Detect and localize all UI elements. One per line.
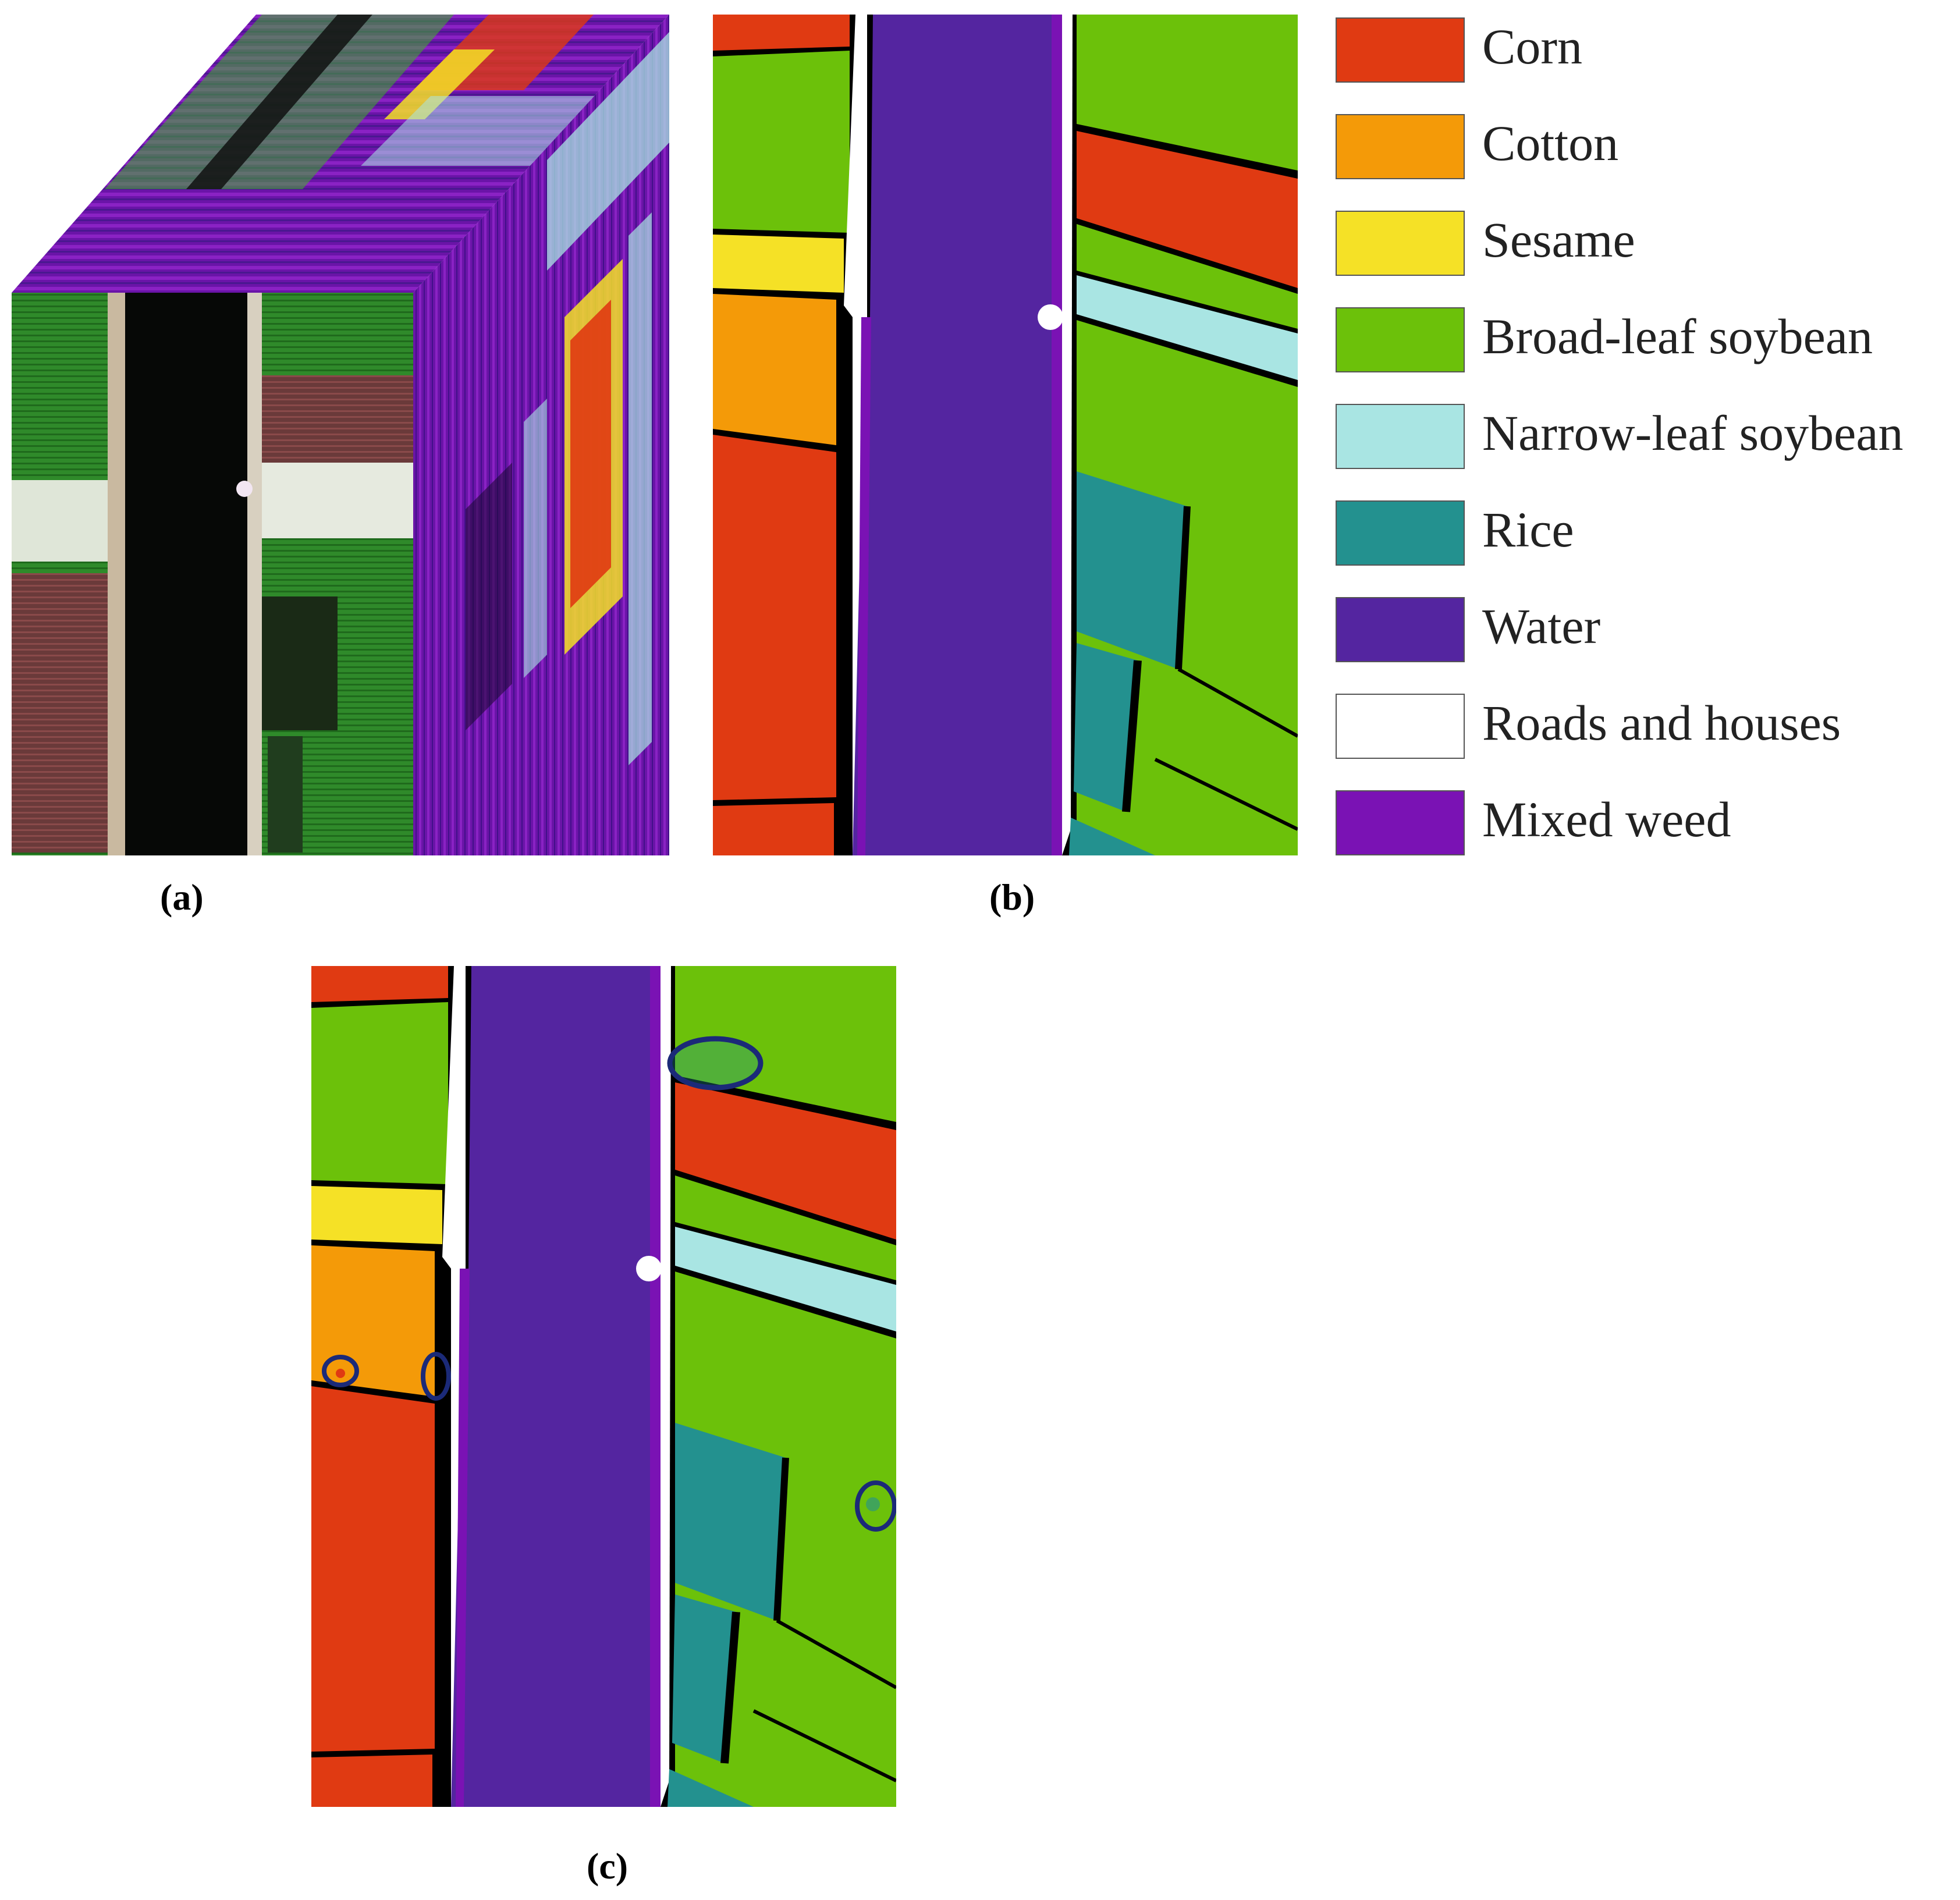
legend-swatch bbox=[1336, 307, 1465, 372]
legend-item-sesame: Sesame bbox=[1336, 208, 1952, 278]
field-sesame bbox=[713, 235, 844, 293]
legend-swatch bbox=[1336, 597, 1465, 662]
legend-label: Corn bbox=[1482, 19, 1582, 74]
error-marker-ellipse bbox=[667, 1036, 764, 1091]
legend-swatch bbox=[1336, 790, 1465, 855]
legend-label: Sesame bbox=[1482, 212, 1635, 268]
mixed-weed bbox=[456, 1269, 470, 1807]
water bbox=[853, 15, 1052, 855]
legend-label: Water bbox=[1482, 598, 1601, 654]
house bbox=[1038, 304, 1063, 330]
field-broadleaf-soybean bbox=[713, 51, 850, 233]
legend-label: Rice bbox=[1482, 502, 1574, 557]
legend-label: Broad-leaf soybean bbox=[1482, 308, 1873, 364]
road bbox=[1062, 15, 1073, 855]
classification-svg bbox=[311, 966, 896, 1807]
legend-item-roads-and-houses: Roads and houses bbox=[1336, 691, 1952, 761]
legend-swatch bbox=[1336, 694, 1465, 759]
field-corn bbox=[675, 1082, 896, 1240]
mixed-weed bbox=[1052, 15, 1062, 855]
caption-a: (a) bbox=[160, 876, 204, 918]
legend-swatch bbox=[1336, 404, 1465, 469]
field-broadleaf-soybean bbox=[311, 1002, 448, 1184]
field-rice bbox=[672, 1594, 736, 1763]
legend-label: Narrow-leaf soybean bbox=[1482, 405, 1904, 461]
house bbox=[636, 1256, 662, 1281]
legend-swatch bbox=[1336, 17, 1465, 83]
field-corn bbox=[713, 803, 834, 855]
field-cotton bbox=[311, 1245, 435, 1397]
legend-swatch bbox=[1336, 211, 1465, 276]
legend-item-narrowleaf-soybean: Narrow-leaf soybean bbox=[1336, 401, 1952, 471]
field-broadleaf-soybean bbox=[675, 966, 896, 1122]
field-cotton bbox=[713, 294, 836, 445]
field-broadleaf-soybean bbox=[675, 1175, 896, 1280]
field-narrowleaf-soybean bbox=[675, 1227, 896, 1331]
legend-label: Cotton bbox=[1482, 115, 1619, 171]
mixed-weed bbox=[857, 317, 871, 855]
caption-b: (b) bbox=[989, 876, 1035, 918]
field-corn bbox=[311, 1755, 432, 1807]
caption-c: (c) bbox=[587, 1845, 629, 1887]
field-rice bbox=[1074, 643, 1138, 812]
legend-swatch bbox=[1336, 114, 1465, 179]
field-corn bbox=[311, 966, 448, 1002]
ground-truth-map bbox=[713, 15, 1298, 855]
field-corn bbox=[713, 15, 850, 51]
field-rice bbox=[667, 1769, 754, 1807]
classification-map bbox=[311, 966, 896, 1807]
legend-item-cotton: Cotton bbox=[1336, 111, 1952, 181]
field-narrowleaf-soybean bbox=[1077, 275, 1298, 380]
mixed-weed bbox=[650, 966, 661, 1807]
legend-item-mixed-weed: Mixed weed bbox=[1336, 787, 1952, 857]
field-corn bbox=[1077, 131, 1298, 288]
field-corn bbox=[713, 435, 836, 800]
hyperspectral-cube-panel bbox=[12, 15, 669, 855]
hyperspectral-cube bbox=[12, 15, 669, 855]
field-broadleaf-soybean bbox=[1077, 15, 1298, 171]
field-rice bbox=[1077, 471, 1187, 669]
field-rice bbox=[675, 1423, 786, 1621]
road bbox=[661, 966, 671, 1807]
legend-item-corn: Corn bbox=[1336, 15, 1952, 84]
field-sesame bbox=[311, 1186, 442, 1244]
legend-swatch bbox=[1336, 500, 1465, 566]
error-marker-ellipse bbox=[421, 1352, 451, 1401]
error-marker-ellipse bbox=[322, 1355, 359, 1387]
legend-item-water: Water bbox=[1336, 594, 1952, 664]
field-broadleaf-soybean bbox=[1077, 224, 1298, 329]
legend-label: Mixed weed bbox=[1482, 791, 1731, 847]
field-rice bbox=[1069, 818, 1155, 855]
legend-label: Roads and houses bbox=[1482, 695, 1841, 751]
error-marker-ellipse bbox=[855, 1480, 896, 1532]
legend-item-rice: Rice bbox=[1336, 498, 1952, 567]
water bbox=[451, 966, 650, 1807]
field-corn bbox=[311, 1386, 435, 1752]
legend-item-broadleaf-soybean: Broad-leaf soybean bbox=[1336, 304, 1952, 374]
ground-truth-svg bbox=[713, 15, 1298, 855]
